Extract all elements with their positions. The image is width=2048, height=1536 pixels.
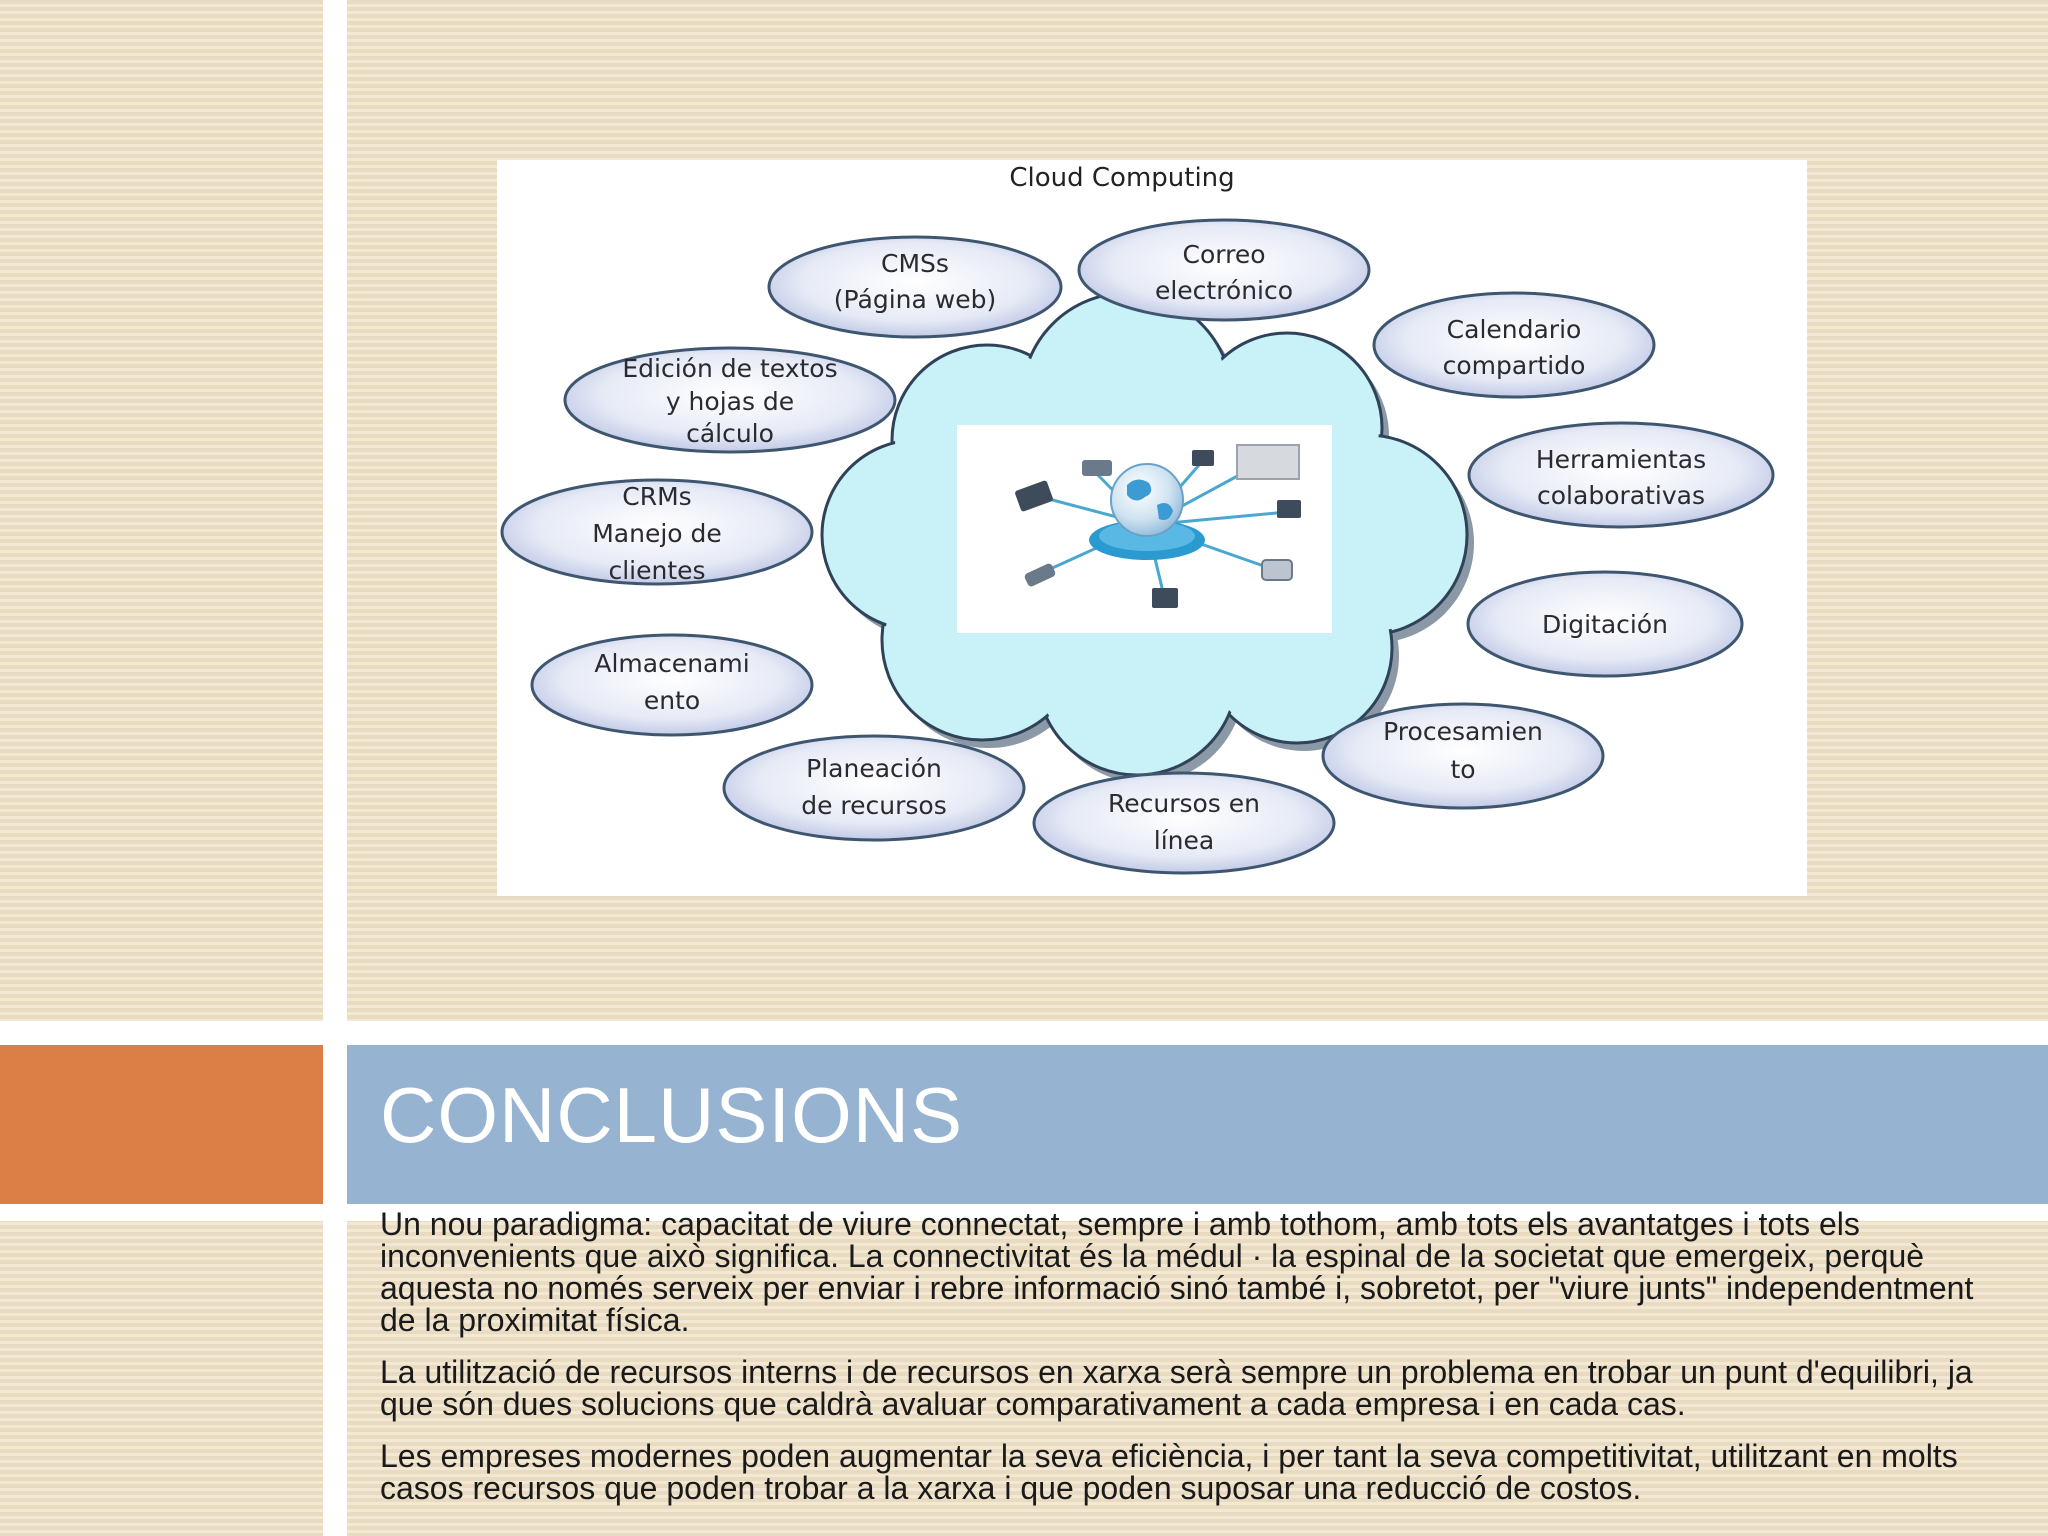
svg-text:Digitación: Digitación	[1542, 610, 1668, 639]
svg-text:y hojas de: y hojas de	[666, 387, 794, 416]
svg-text:Procesamien: Procesamien	[1383, 717, 1543, 746]
figure-title: Cloud Computing	[1009, 163, 1234, 193]
node-edicion: Edición de textos y hojas de cálculo	[563, 346, 897, 454]
svg-text:cálculo: cálculo	[686, 419, 774, 448]
cloud-computing-figure: Cloud Computing	[497, 160, 1807, 896]
svg-text:electrónico: electrónico	[1155, 276, 1293, 305]
node-calendario: Calendario compartido	[1372, 291, 1656, 399]
node-cmss: CMSs (Página web)	[767, 235, 1063, 339]
paragraph-3: Les empreses modernes poden augmentar la…	[380, 1438, 1958, 1506]
node-recursos-en-linea: Recursos en línea	[1032, 771, 1336, 875]
svg-text:CRMs: CRMs	[622, 482, 691, 511]
svg-text:Correo: Correo	[1183, 240, 1266, 269]
node-crms: CRMs Manejo de clientes	[500, 478, 814, 586]
node-almacenamiento: Almacenami ento	[530, 633, 814, 737]
accent-block	[0, 1045, 323, 1204]
svg-text:Manejo de: Manejo de	[592, 519, 722, 548]
title-bar	[347, 1045, 2048, 1204]
slide-title: CONCLUSIONS	[380, 1071, 964, 1159]
node-correo: Correo electrónico	[1077, 218, 1371, 322]
svg-text:compartido: compartido	[1443, 351, 1586, 380]
node-herramientas: Herramientas colaborativas	[1467, 421, 1775, 529]
conclusions-body: Un nou paradigma: capacitat de viure con…	[380, 1208, 1980, 1524]
svg-text:clientes: clientes	[608, 556, 705, 585]
svg-text:to: to	[1450, 755, 1475, 784]
network-illustration	[957, 425, 1332, 633]
svg-text:Planeación: Planeación	[806, 754, 942, 783]
svg-text:ento: ento	[644, 686, 700, 715]
svg-text:Herramientas: Herramientas	[1536, 445, 1706, 474]
svg-text:colaborativas: colaborativas	[1537, 481, 1705, 510]
svg-text:(Página web): (Página web)	[834, 285, 996, 314]
horizontal-divider-bottom	[0, 1204, 2048, 1221]
svg-text:Almacenami: Almacenami	[594, 649, 749, 678]
svg-text:línea: línea	[1154, 826, 1214, 855]
node-digitacion: Digitación	[1466, 570, 1744, 678]
node-procesamiento: Procesamien to	[1321, 702, 1605, 810]
paragraph-2: La utilització de recursos interns i de …	[380, 1354, 1973, 1422]
svg-text:Recursos en: Recursos en	[1108, 789, 1260, 818]
cloud-diagram: Cloud Computing	[500, 163, 1775, 875]
vertical-divider	[323, 0, 347, 1536]
svg-text:CMSs: CMSs	[881, 249, 949, 278]
svg-text:Edición de textos: Edición de textos	[622, 354, 837, 383]
node-planeacion: Planeación de recursos	[722, 734, 1026, 842]
svg-text:de recursos: de recursos	[801, 791, 947, 820]
horizontal-divider-top	[0, 1021, 2048, 1045]
svg-text:Calendario: Calendario	[1447, 315, 1582, 344]
paragraph-1: Un nou paradigma: capacitat de viure con…	[380, 1206, 1974, 1338]
